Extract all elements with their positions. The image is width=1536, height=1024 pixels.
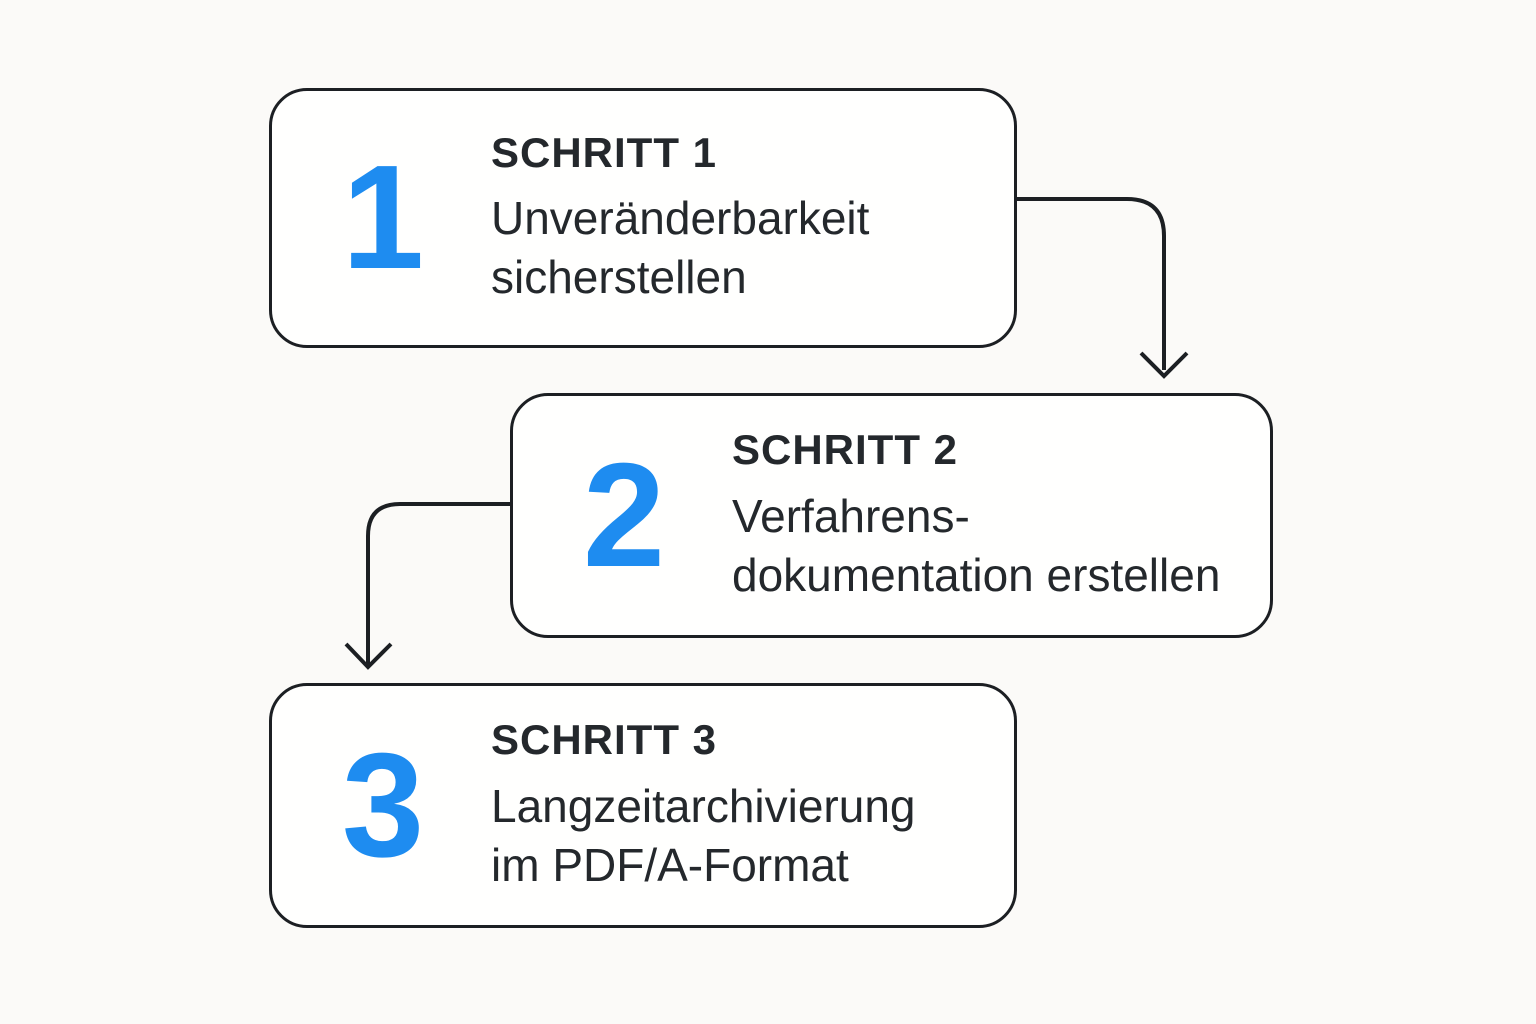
step-1-description-line-2: sicherstellen bbox=[491, 251, 747, 304]
step-2-text: SCHRITT 2 Verfahrens- dokumentation erst… bbox=[732, 426, 1220, 604]
step-1-title: SCHRITT 1 bbox=[491, 128, 718, 176]
step-3-description-line-1: Langzeitarchivierung bbox=[491, 779, 916, 832]
step-1-text: SCHRITT 1 Unveränderbarkeit sicherstelle… bbox=[491, 129, 869, 307]
step-2-description-line-2: dokumentation erstellen bbox=[732, 548, 1221, 601]
step-1-number: 1 bbox=[341, 135, 425, 301]
step-3-title: SCHRITT 3 bbox=[491, 716, 718, 764]
step-3-text: SCHRITT 3 Langzeitarchivierung im PDF/A-… bbox=[491, 716, 916, 894]
step-3-number: 3 bbox=[341, 722, 425, 888]
step-1-description-line-1: Unveränderbarkeit bbox=[491, 192, 870, 245]
step-2-number: 2 bbox=[582, 432, 666, 598]
step-2-card: 2 SCHRITT 2 Verfahrens- dokumentation er… bbox=[510, 393, 1273, 638]
arrow-step2-to-step3-icon bbox=[344, 502, 511, 670]
arrow-step1-to-step2-icon bbox=[1017, 197, 1189, 379]
step-3-card: 3 SCHRITT 3 Langzeitarchivierung im PDF/… bbox=[269, 683, 1017, 928]
step-2-description-line-1: Verfahrens- bbox=[732, 489, 970, 542]
step-1-card: 1 SCHRITT 1 Unveränderbarkeit sicherstel… bbox=[269, 88, 1017, 348]
step-2-title: SCHRITT 2 bbox=[732, 426, 959, 474]
step-3-description-line-2: im PDF/A-Format bbox=[491, 838, 849, 891]
